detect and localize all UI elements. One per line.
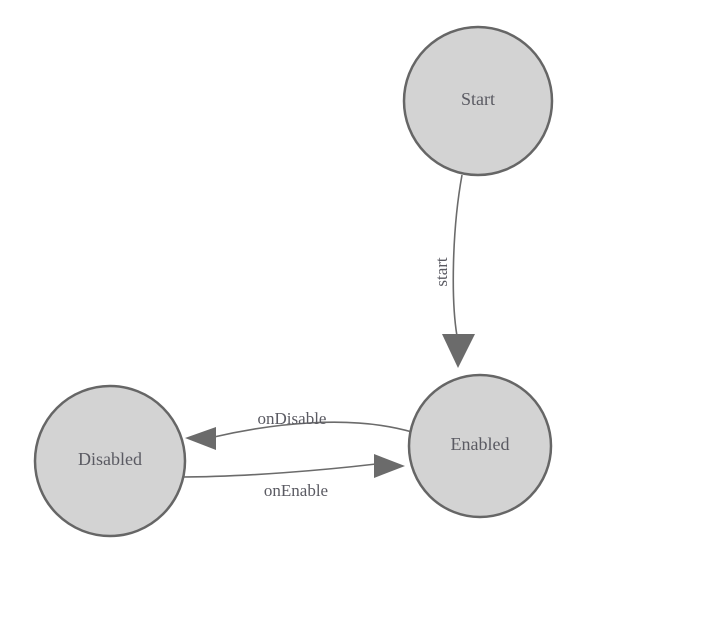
edge-label-start: start [432, 257, 451, 287]
edge-start-to-enabled[interactable]: start [432, 174, 475, 368]
edge-enabled-to-disabled-line [213, 421, 413, 438]
edge-enabled-to-disabled[interactable]: onDisable [185, 409, 413, 450]
node-disabled-label: Disabled [78, 449, 142, 469]
node-enabled-label: Enabled [451, 434, 510, 454]
edge-label-ondisable: onDisable [258, 409, 327, 428]
edge-disabled-to-enabled[interactable]: onEnable [179, 454, 405, 500]
edge-start-to-enabled-line [452, 174, 463, 337]
node-disabled[interactable]: Disabled [33, 384, 187, 538]
node-disabled-circle [33, 384, 187, 538]
node-enabled-circle [407, 373, 553, 519]
node-start-circle [402, 25, 554, 177]
edge-label-onenable: onEnable [264, 481, 328, 500]
arrowhead-icon [442, 334, 475, 368]
node-start-label: Start [461, 89, 495, 109]
edge-disabled-to-enabled-line [179, 463, 377, 478]
node-start[interactable]: Start [402, 25, 554, 177]
node-enabled[interactable]: Enabled [407, 373, 553, 519]
arrowhead-icon [374, 454, 405, 478]
arrowhead-icon [185, 427, 216, 450]
